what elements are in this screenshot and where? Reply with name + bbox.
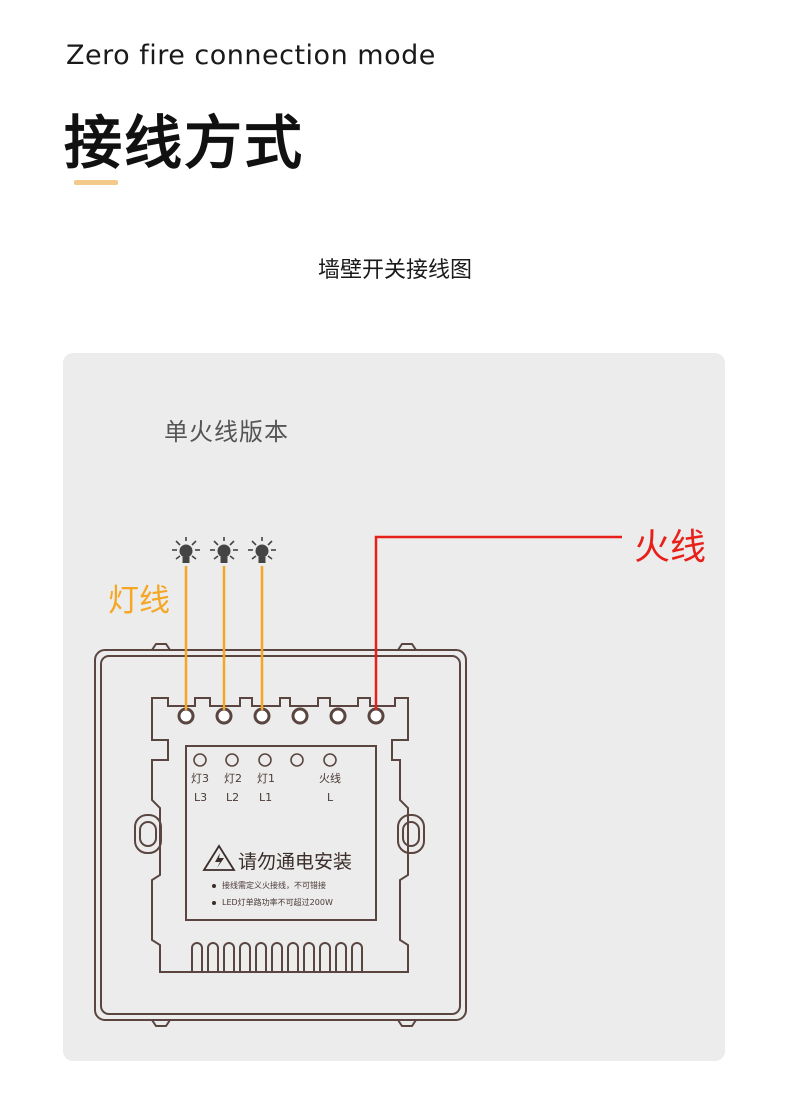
terminal-label: 灯3 [191, 772, 209, 785]
subtitle-english: Zero fire connection mode [66, 40, 436, 71]
lamp-wires [184, 566, 264, 710]
diagram-caption: 墙壁开关接线图 [317, 258, 472, 283]
terminal-label: L2 [226, 791, 240, 804]
terminal-label: 灯1 [257, 772, 275, 785]
title-accent-bar [74, 180, 118, 185]
warning-line: LED灯单路功率不可超过200W [222, 898, 333, 907]
bullet-dot [212, 884, 216, 888]
terminal-label: 灯2 [224, 772, 242, 785]
warning-title: 请勿通电安装 [238, 851, 353, 873]
warning-icon [202, 844, 236, 871]
bulb-icon [210, 537, 238, 563]
terminal-label: 火线 [319, 772, 341, 785]
terminal-label: L3 [194, 791, 208, 804]
bullet-dot [212, 901, 216, 905]
bulb-icon [172, 537, 200, 563]
terminal-label: L [327, 791, 334, 804]
screw-terminals [177, 707, 385, 725]
live-wire [374, 535, 622, 710]
terminal-label: L1 [259, 791, 273, 804]
bulb-icon [248, 537, 276, 563]
switch-body [94, 643, 467, 1027]
page-title: 接线方式 [64, 109, 305, 177]
terminal-block [134, 697, 425, 973]
live-wire-label: 火线 [634, 527, 707, 568]
indicator-holes [193, 753, 337, 767]
warning-line: 接线需定义火接线，不可错接 [222, 881, 326, 890]
version-label: 单火线版本 [164, 418, 289, 446]
lamp-wire-label: 灯线 [108, 583, 170, 619]
